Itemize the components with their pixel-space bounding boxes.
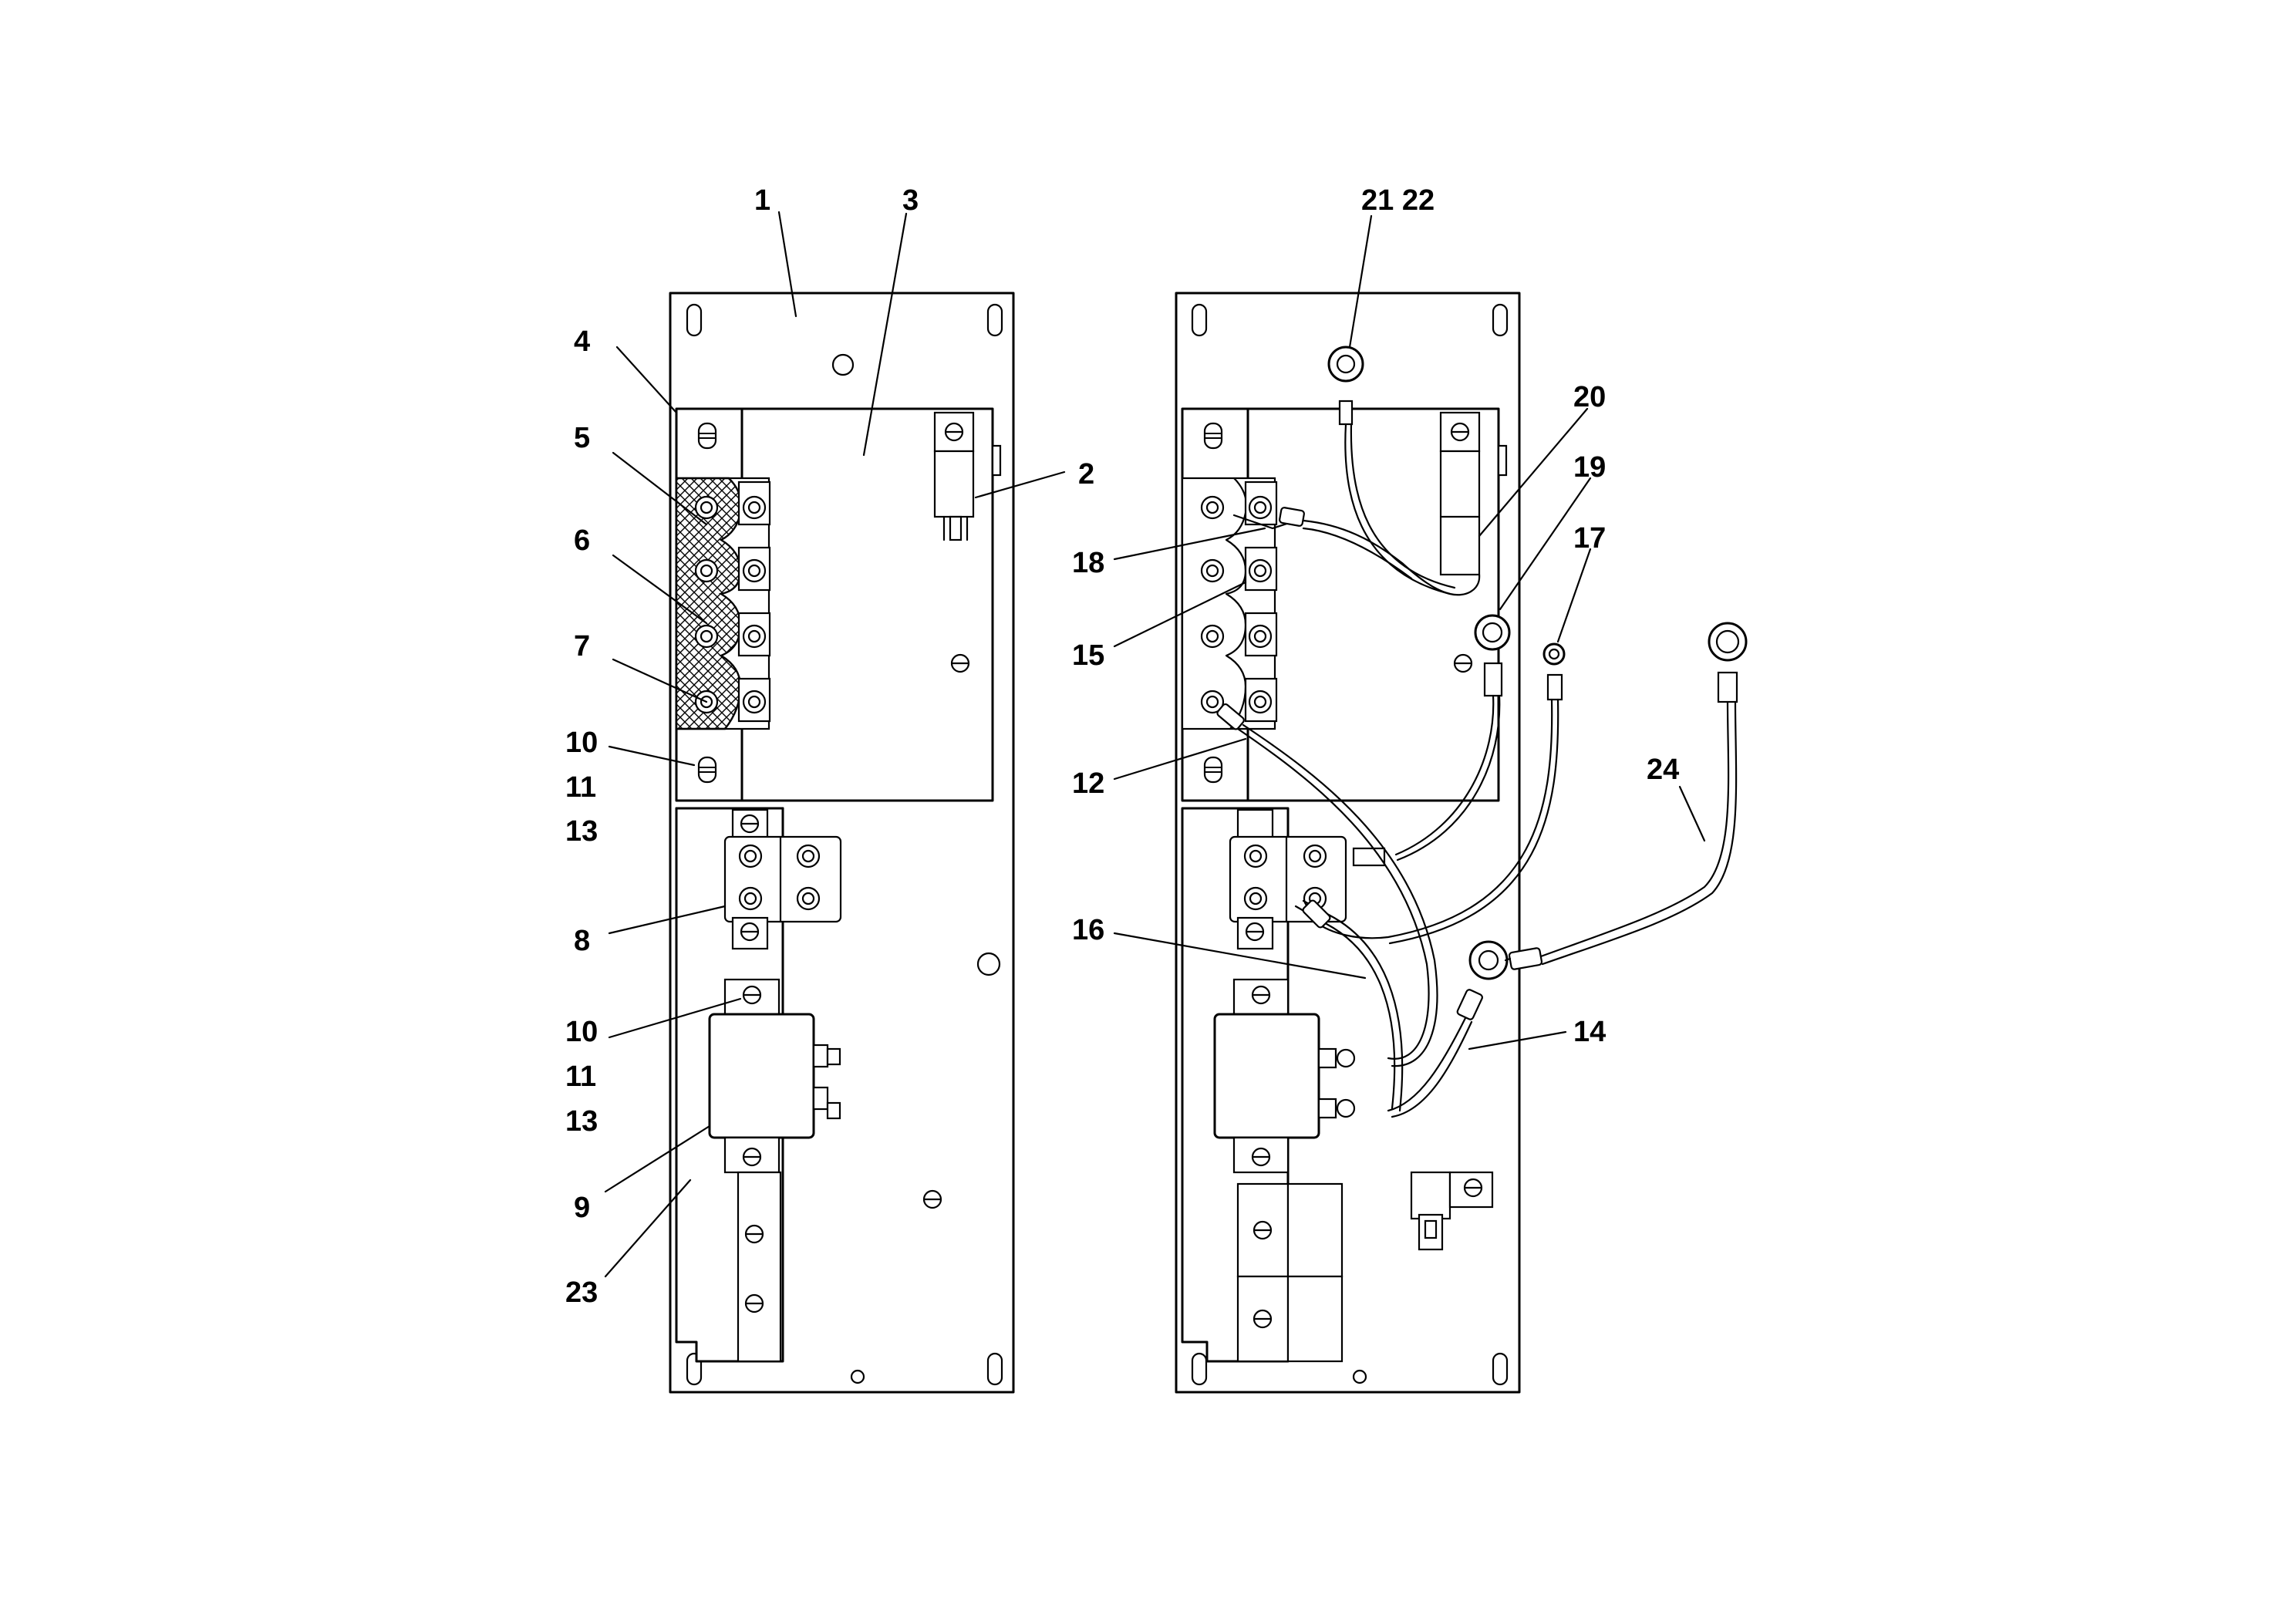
callout-13-upper: 13 [565,815,598,848]
callout-16: 16 [1072,914,1104,946]
callout-2: 2 [1078,458,1094,491]
callout-6: 6 [574,524,590,557]
callout-14: 14 [1573,1016,1606,1048]
callout-24: 24 [1647,754,1679,786]
callout-23: 23 [565,1276,598,1309]
callout-18: 18 [1072,547,1104,579]
callout-7: 7 [574,630,590,663]
callout-21-22: 21 22 [1361,184,1435,217]
callout-20: 20 [1573,381,1606,413]
callout-4: 4 [574,325,590,358]
callout-17: 17 [1573,522,1606,555]
left-panel-view [669,292,1015,1394]
connector-block [723,808,842,950]
callout-1: 1 [754,184,770,217]
callout-19: 19 [1573,451,1606,484]
terminal-block [675,477,771,730]
callout-8: 8 [574,925,590,957]
callout-11-lower: 11 [565,1061,596,1093]
wires [1216,346,1748,1118]
callout-12: 12 [1072,767,1104,800]
callout-10-upper: 10 [565,727,598,759]
callout-9: 9 [574,1192,590,1224]
callout-3: 3 [902,184,919,217]
leader-lines [604,211,1706,1278]
callout-labels: 1 3 4 5 2 6 7 10 11 13 8 10 11 13 9 23 2… [565,184,1679,1309]
callout-11-upper: 11 [565,771,596,804]
callout-13-lower: 13 [565,1105,598,1138]
right-panel-view [1175,292,1748,1394]
filter-module [708,978,841,1174]
callout-15: 15 [1072,639,1104,672]
callout-5: 5 [574,422,590,454]
callout-10-lower: 10 [565,1016,598,1048]
